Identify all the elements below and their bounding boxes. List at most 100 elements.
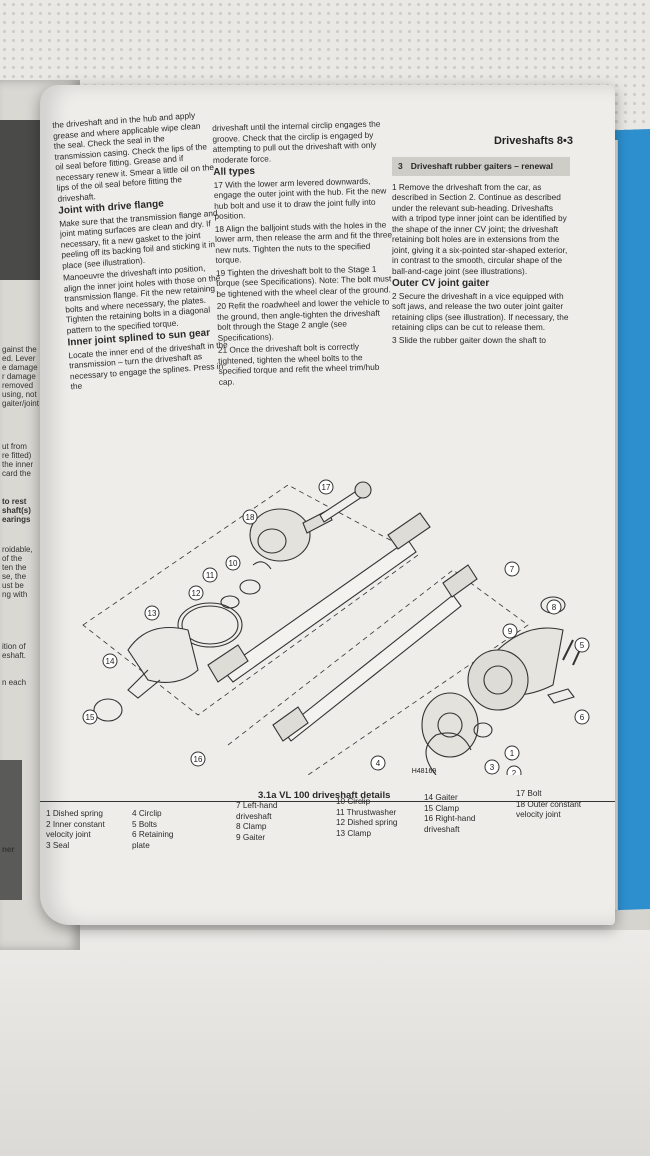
callout-12: 12 bbox=[188, 585, 204, 601]
callout-label: 16 bbox=[194, 755, 203, 764]
left-fragment: re fitted) bbox=[2, 451, 32, 460]
callout-label: 8 bbox=[552, 603, 557, 612]
left-fragment: gainst the bbox=[2, 345, 37, 354]
callout-14: 14 bbox=[102, 653, 118, 669]
paragraph: driveshaft until the internal circlip en… bbox=[212, 118, 381, 165]
seal-3 bbox=[425, 732, 472, 775]
callout-3: 3 bbox=[484, 759, 500, 775]
table-surface bbox=[0, 930, 650, 1156]
dished-spring-1 bbox=[473, 722, 493, 738]
text-column-1: the driveshaft and in the hub and apply … bbox=[52, 109, 231, 394]
caption-group: 4 Circlip 5 Bolts 6 Retaining plate bbox=[132, 809, 173, 851]
left-fragment: earings bbox=[2, 515, 31, 524]
callout-1: 1 bbox=[504, 745, 520, 761]
left-page-photo bbox=[0, 120, 40, 280]
callout-15: 15 bbox=[82, 709, 98, 725]
paragraph: 2 Secure the driveshaft in a vice equipp… bbox=[392, 290, 569, 333]
left-page-photo-bottom bbox=[0, 760, 22, 900]
left-fragment: card the bbox=[2, 469, 31, 478]
clamp-13-inner bbox=[181, 605, 239, 645]
callout-18: 18 bbox=[242, 509, 258, 525]
callout-label: 7 bbox=[510, 565, 515, 574]
paragraph: 19 Tighten the driveshaft bolt to the St… bbox=[215, 263, 392, 299]
caption-group: 14 Gaiter 15 Clamp 16 Right-hand drivesh… bbox=[424, 793, 475, 835]
inner-cv-joint-housing bbox=[467, 649, 529, 711]
section-number: 3 bbox=[398, 161, 403, 171]
paragraph: 18 Align the balljoint studs with the ho… bbox=[214, 218, 393, 265]
callout-7: 7 bbox=[504, 561, 520, 577]
exploded-driveshaft-diagram: 17 18 10 11 12 13 14 15 16 7 8 9 5 6 1 2… bbox=[82, 479, 590, 775]
callout-label: 2 bbox=[512, 769, 517, 775]
callout-label: 1 bbox=[510, 749, 515, 758]
caption-group-text: 4 Circlip 5 Bolts 6 Retaining plate bbox=[132, 809, 174, 850]
gaiter-14 bbox=[127, 626, 199, 683]
paragraph: 3 Slide the rubber gaiter down the shaft… bbox=[392, 334, 547, 345]
callout-5: 5 bbox=[574, 637, 590, 653]
manual-page: Driveshafts 8•3 the driveshaft and in th… bbox=[40, 85, 615, 925]
caption-group-text: 14 Gaiter 15 Clamp 16 Right-hand drivesh… bbox=[424, 793, 476, 834]
caption-group-text: 17 Bolt 18 Outer constant velocity joint bbox=[516, 789, 582, 819]
running-head: Driveshafts 8•3 bbox=[493, 135, 573, 147]
callout-13: 13 bbox=[144, 605, 160, 621]
callout-label: 11 bbox=[206, 571, 215, 580]
section-box: 3 Driveshaft rubber gaiters – renewal bbox=[392, 157, 570, 176]
clamp-13 bbox=[177, 602, 243, 648]
callout-9: 9 bbox=[502, 623, 518, 639]
paragraph: 21 Once the driveshaft bolt is correctly… bbox=[217, 341, 380, 387]
left-fragment: n each bbox=[2, 678, 27, 687]
left-fragment: ed. Lever bbox=[2, 354, 36, 363]
paragraph: Manoeuvre the driveshaft into position, … bbox=[62, 262, 221, 335]
callout-label: 9 bbox=[508, 627, 513, 636]
callout-16: 16 bbox=[190, 751, 206, 767]
callout-label: 15 bbox=[86, 713, 95, 722]
left-fragment: ng with bbox=[2, 590, 28, 599]
left-fragment: gaiter/joint bbox=[2, 399, 39, 408]
outer-cv-joint bbox=[249, 508, 311, 562]
left-fragment: ut from bbox=[2, 442, 27, 451]
callout-8: 8 bbox=[546, 599, 562, 615]
callout-10: 10 bbox=[225, 555, 241, 571]
left-fragment: eshaft. bbox=[2, 651, 27, 660]
left-fragment: ner bbox=[2, 845, 15, 854]
shaft-spline-top bbox=[387, 512, 431, 550]
callout-label: 18 bbox=[246, 513, 255, 522]
caption-group: 1 Dished spring 2 Inner constant velocit… bbox=[46, 809, 105, 851]
callout-17: 17 bbox=[318, 479, 334, 495]
diagram-code: H48169 bbox=[412, 768, 437, 775]
paragraph: 1 Remove the driveshaft from the car, as… bbox=[392, 181, 568, 276]
paragraph: the driveshaft and in the hub and apply … bbox=[52, 110, 215, 204]
shaft2-spline-top bbox=[442, 564, 478, 598]
left-fragment: r damage bbox=[2, 372, 36, 381]
callout-6: 6 bbox=[574, 709, 590, 725]
callout-4: 4 bbox=[370, 755, 386, 771]
callout-label: 13 bbox=[148, 609, 157, 618]
caption-group-text: 1 Dished spring 2 Inner constant velocit… bbox=[46, 809, 105, 850]
text-column-3: 3 Driveshaft rubber gaiters – renewal 1 … bbox=[392, 157, 570, 347]
paragraph: 17 With the lower arm levered downwards,… bbox=[213, 175, 387, 221]
inner-joint-tripod-center bbox=[437, 712, 463, 738]
clamp-15 bbox=[93, 698, 123, 722]
inner-cv-joint-bore bbox=[483, 665, 513, 695]
callout-label: 17 bbox=[322, 483, 331, 492]
left-fragment: roidable, bbox=[2, 545, 33, 554]
circlip bbox=[252, 561, 272, 570]
section-title: Driveshaft rubber gaiters – renewal bbox=[410, 161, 553, 171]
subheading: Outer CV joint gaiter bbox=[392, 278, 490, 289]
caption-group: 7 Left-hand driveshaft 8 Clamp 9 Gaiter bbox=[236, 801, 277, 843]
left-fragment: removed bbox=[2, 381, 34, 390]
left-fragment: the inner bbox=[2, 460, 34, 469]
paragraph: Make sure that the transmission flange a… bbox=[58, 207, 218, 271]
paragraph: 20 Refit the roadwheel and lower the veh… bbox=[216, 296, 390, 343]
left-fragment: ten the bbox=[2, 563, 27, 572]
gaiter-neck bbox=[127, 669, 161, 699]
shaft-spline-bottom bbox=[207, 644, 249, 683]
thrustwasher bbox=[220, 595, 240, 609]
left-fragment: e damage bbox=[2, 363, 38, 372]
caption-title: 3.1a VL 100 driveshaft details bbox=[258, 790, 391, 801]
shaft2-spline-bottom bbox=[272, 706, 309, 742]
retaining-plate-6 bbox=[547, 688, 575, 704]
caption-group: 17 Bolt 18 Outer constant velocity joint bbox=[516, 789, 581, 821]
callout-label: 10 bbox=[229, 559, 238, 568]
callout-label: 5 bbox=[580, 641, 585, 650]
left-driveshaft bbox=[222, 539, 417, 683]
